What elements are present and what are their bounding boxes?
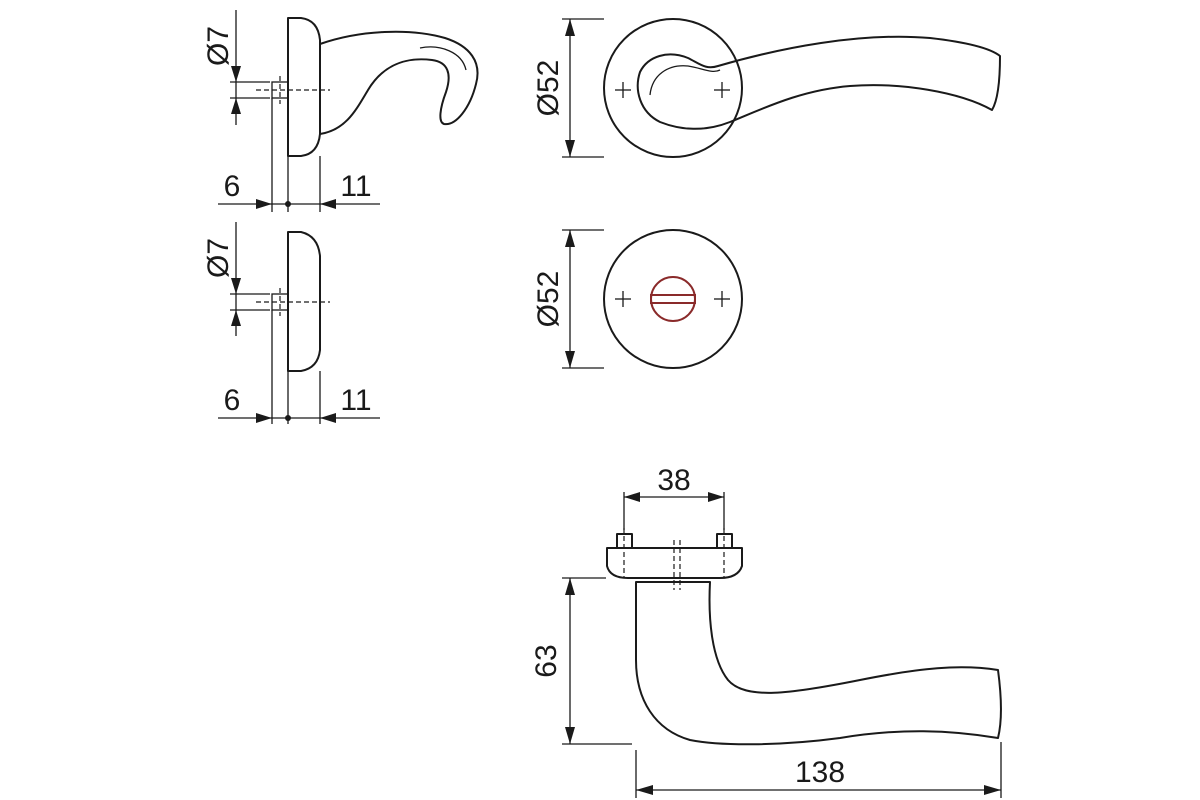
screw-mark — [714, 291, 730, 307]
dim-screw-spacing: 38 — [657, 464, 690, 497]
dim-rose-diameter: Ø52 — [532, 60, 565, 117]
rose-base — [606, 547, 743, 579]
escutcheon-front-view: Ø52 — [532, 229, 743, 369]
dim-rose-diameter: Ø52 — [532, 271, 565, 328]
dim-left-offset: 6 — [224, 384, 241, 417]
dim-left-offset: 6 — [224, 170, 241, 203]
escutcheon-plate — [287, 231, 321, 372]
escutcheon-side-view: Ø7 6 11 — [202, 222, 380, 424]
dim-spindle-diameter: Ø7 — [202, 26, 235, 66]
screw-mark — [615, 82, 631, 98]
dim-lever-length: 138 — [795, 756, 845, 789]
lever-front-view: Ø52 — [532, 18, 1001, 158]
escutcheon-outline — [603, 229, 743, 369]
slot-icon — [650, 294, 696, 304]
lever-top-view: 38 63 138 — [530, 464, 1002, 798]
lever-outline — [635, 581, 1002, 746]
turn-knob — [650, 276, 696, 322]
dim-spindle-diameter: Ø7 — [202, 238, 235, 278]
rose-outline — [603, 18, 743, 158]
rose-plate — [287, 17, 321, 157]
screw-mark — [714, 82, 730, 98]
dim-right-offset: 11 — [340, 384, 371, 417]
lever-profile — [319, 30, 479, 135]
dim-lever-height: 63 — [530, 644, 563, 677]
lever-outline — [636, 35, 1001, 130]
screw-mark — [615, 291, 631, 307]
dim-right-offset: 11 — [340, 170, 371, 203]
lever-side-view: Ø7 6 11 — [202, 10, 479, 212]
